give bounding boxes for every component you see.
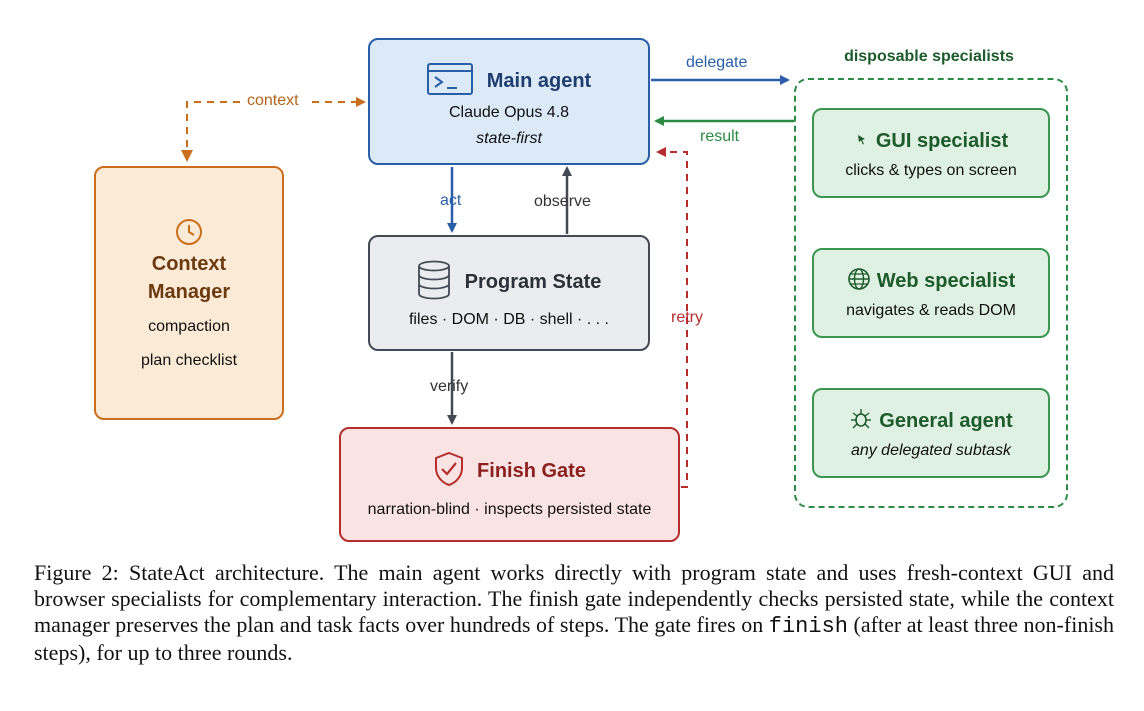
cursor-icon: [854, 130, 870, 153]
edge-label-verify: verify: [430, 378, 469, 395]
web-specialist-description: navigates & reads DOM: [846, 302, 1016, 319]
terminal-icon: [426, 62, 473, 100]
context-manager-title-line2: Manager: [147, 281, 231, 303]
clock-icon: [175, 218, 203, 251]
gui-specialist-description: clicks & types on screen: [845, 162, 1017, 179]
caption-text-after: (after at least three non-finish steps),…: [34, 612, 1114, 665]
finish-gate-description: narration-blind · inspects persisted sta…: [367, 501, 652, 518]
edge-label-context: context: [247, 92, 299, 109]
program-state-node: Program State files · DOM · DB · shell ·…: [368, 235, 650, 351]
main-agent-model: Claude Opus 4.8: [448, 104, 570, 121]
edge-label-observe: observe: [534, 193, 591, 210]
gui-specialist-title: GUI specialist: [875, 129, 1009, 152]
caption-code-finish: finish: [768, 614, 848, 639]
bug-icon: [849, 407, 873, 436]
context-manager-title: Context Manager: [96, 250, 282, 306]
web-specialist-node: Web specialist navigates & reads DOM: [812, 248, 1050, 338]
context-manager-item-plan: plan checklist: [140, 352, 238, 369]
figure-caption: Figure 2: StateAct architecture. The mai…: [34, 560, 1114, 666]
caption-text-before: Figure 2: StateAct architecture. The mai…: [34, 560, 1114, 637]
web-specialist-title: Web specialist: [876, 269, 1016, 292]
main-agent-node: Main agent Claude Opus 4.8 state-first: [368, 38, 650, 165]
edge-context: [186, 101, 242, 160]
database-icon: [417, 260, 451, 305]
context-manager-node: Context Manager compaction plan checklis…: [94, 166, 284, 420]
program-state-items: files · DOM · DB · shell · . . .: [408, 311, 609, 328]
shield-check-icon: [433, 451, 465, 492]
general-agent-description: any delegated subtask: [850, 442, 1012, 459]
gui-specialist-node: GUI specialist clicks & types on screen: [812, 108, 1050, 198]
finish-gate-title: Finish Gate: [477, 459, 586, 482]
specialists-group-title: disposable specialists: [844, 48, 1014, 65]
main-agent-title: Main agent: [486, 69, 592, 92]
context-manager-item-compaction: compaction: [148, 318, 230, 335]
specialists-group: [794, 78, 1068, 508]
general-agent-node: General agent any delegated subtask: [812, 388, 1050, 478]
finish-gate-node: Finish Gate narration-blind · inspects p…: [339, 427, 680, 542]
program-state-title: Program State: [464, 270, 602, 293]
edge-context-down-head: [181, 150, 193, 162]
edge-label-act: act: [440, 192, 462, 209]
edge-label-retry: retry: [671, 309, 703, 326]
general-agent-title: General agent: [879, 409, 1013, 432]
edge-retry: [656, 147, 688, 488]
edge-label-result: result: [700, 128, 740, 145]
main-agent-mode: state-first: [476, 130, 542, 147]
context-manager-title-line1: Context: [151, 253, 227, 275]
globe-icon: [847, 267, 871, 296]
edge-label-delegate: delegate: [686, 54, 748, 71]
